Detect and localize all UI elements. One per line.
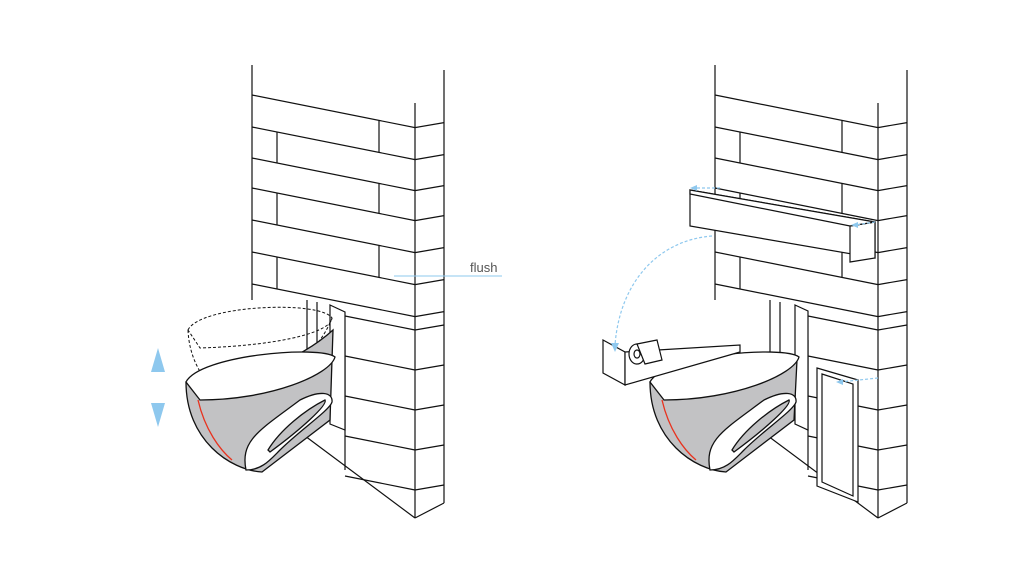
- brick-line: [251, 219, 416, 254]
- brick-line: [877, 311, 908, 318]
- shelf-cover: [689, 189, 876, 263]
- brick-line: [414, 154, 445, 161]
- brick-line: [251, 126, 416, 161]
- brick-line: [877, 122, 908, 129]
- brick-line: [414, 215, 445, 222]
- toilet-roll-holder: [602, 338, 741, 387]
- brick-line: [877, 484, 908, 491]
- access-panel: [816, 367, 859, 503]
- brick-line: [877, 404, 908, 411]
- brick-line: [877, 279, 908, 286]
- arrow-heads: [611, 185, 858, 385]
- brick-line: [414, 444, 445, 451]
- brick-line: [414, 185, 445, 192]
- brick-line: [877, 247, 908, 254]
- brick-line: [877, 444, 908, 451]
- brick-line: [251, 251, 416, 286]
- brick-line: [296, 429, 416, 519]
- brick-line: [807, 355, 879, 371]
- brick-line: [344, 315, 416, 331]
- brick-line: [344, 435, 416, 451]
- brick-line: [344, 395, 416, 411]
- brick-line: [251, 157, 416, 192]
- brick-line: [877, 185, 908, 192]
- brick-line: [877, 154, 908, 161]
- brick-line: [414, 247, 445, 254]
- brick-line: [714, 187, 879, 222]
- brick-line: [714, 94, 879, 129]
- up-arrow-icon: [151, 348, 165, 372]
- brick-line: [414, 311, 445, 318]
- brick-line: [344, 355, 416, 371]
- brick-line: [414, 279, 445, 286]
- brick-line: [414, 122, 445, 129]
- brick-line: [251, 187, 416, 222]
- brick-line: [414, 364, 445, 371]
- toilet-left: [185, 328, 336, 473]
- brick-line: [414, 484, 445, 491]
- brick-line: [414, 502, 445, 519]
- move-arrows: [614, 187, 879, 383]
- brick-line: [877, 364, 908, 371]
- brick-line: [344, 475, 416, 491]
- brick-line: [414, 324, 445, 331]
- brick-line: [714, 126, 879, 161]
- brick-line: [714, 283, 879, 318]
- brick-line: [251, 94, 416, 129]
- down-arrow-icon: [151, 403, 165, 427]
- brick-line: [807, 315, 879, 331]
- brick-line: [877, 502, 908, 519]
- brick-line: [877, 324, 908, 331]
- brick-line: [877, 215, 908, 222]
- brick-line: [714, 157, 879, 192]
- brick-wall-left: [251, 65, 445, 519]
- brick-line: [414, 404, 445, 411]
- brick-line: [251, 283, 416, 318]
- brick-line: [714, 251, 879, 286]
- flush-label: flush: [470, 260, 498, 275]
